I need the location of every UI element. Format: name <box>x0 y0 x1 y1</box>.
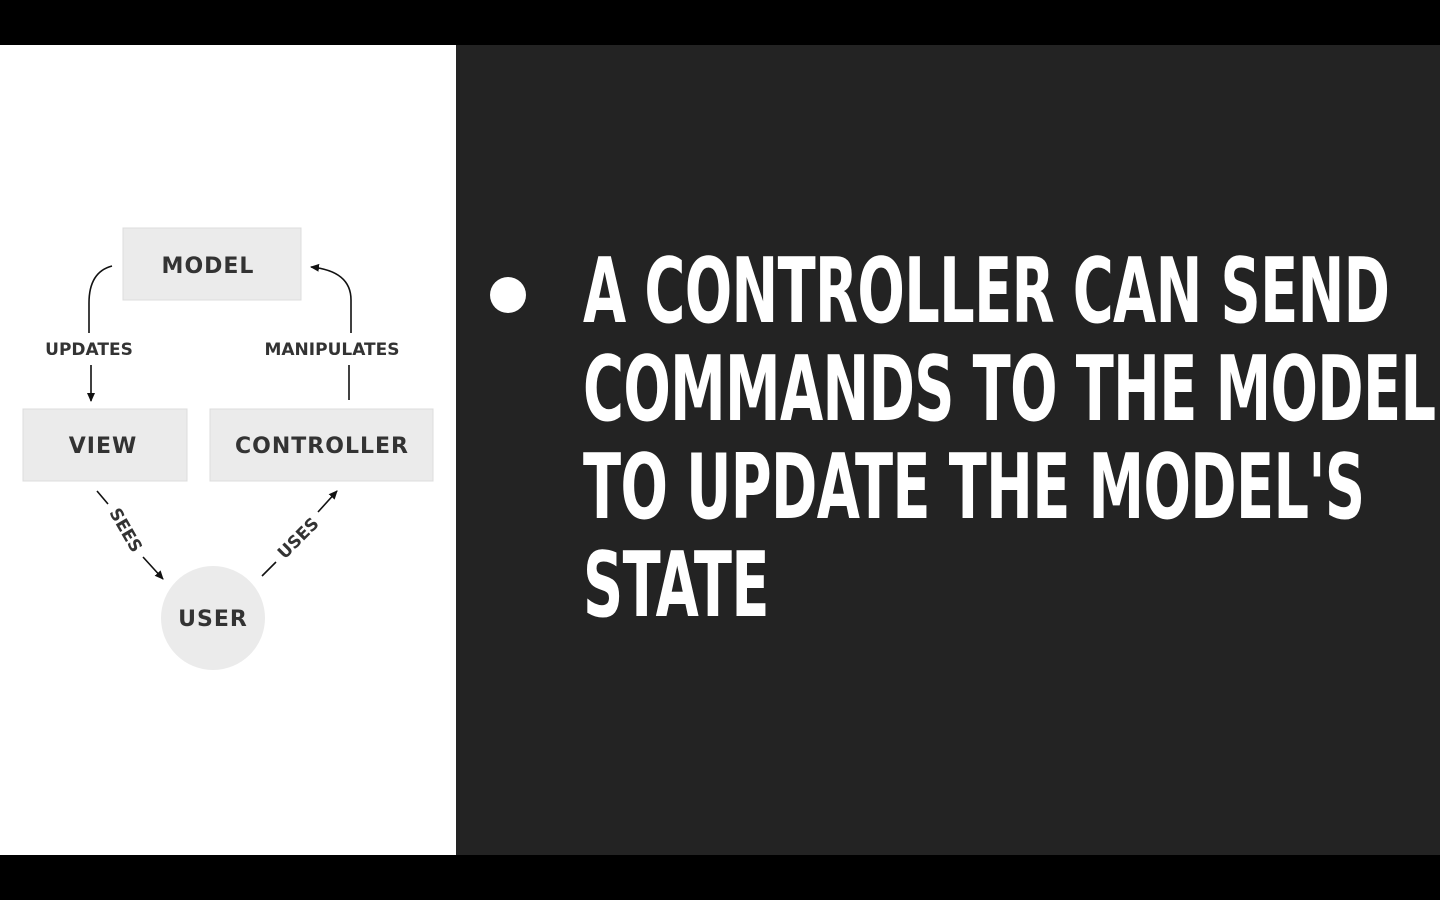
sees-arrow-upper <box>96 490 109 505</box>
controller-node: CONTROLLER <box>209 408 434 482</box>
mvc-diagram-panel: MODEL VIEW CONTROLLER USER <box>0 45 456 855</box>
model-label: MODEL <box>162 254 255 279</box>
controller-label: CONTROLLER <box>235 434 409 459</box>
letterbox-bottom <box>0 855 1440 900</box>
model-node: MODEL <box>122 227 302 301</box>
slide: MODEL VIEW CONTROLLER USER <box>0 45 1440 855</box>
manipulates-label: MANIPULATES <box>264 340 399 360</box>
uses-label: USES <box>274 514 323 563</box>
view-box <box>22 408 188 482</box>
view-label: VIEW <box>69 434 138 459</box>
manipulates-arrow-upper <box>310 263 352 333</box>
sees-label: SEES <box>105 505 146 556</box>
user-node: USER <box>161 566 265 670</box>
updates-arrow-upper <box>88 265 113 333</box>
controller-box <box>209 408 434 482</box>
updates-label: UPDATES <box>45 340 133 360</box>
model-box <box>122 227 302 301</box>
user-circle <box>161 566 265 670</box>
uses-arrow-lower <box>261 561 277 577</box>
uses-arrow-upper <box>317 490 338 513</box>
user-label: USER <box>178 607 248 632</box>
bullet-panel: A CONTROLLER CAN SEND COMMANDS TO THE MO… <box>456 45 1440 855</box>
sees-arrow-lower <box>142 556 164 580</box>
view-node: VIEW <box>22 408 188 482</box>
bullet-text: A CONTROLLER CAN SEND COMMANDS TO THE MO… <box>583 239 1436 638</box>
bullet-point-icon <box>490 277 526 313</box>
letterbox-top <box>0 0 1440 45</box>
mvc-diagram: MODEL VIEW CONTROLLER USER <box>22 227 434 670</box>
